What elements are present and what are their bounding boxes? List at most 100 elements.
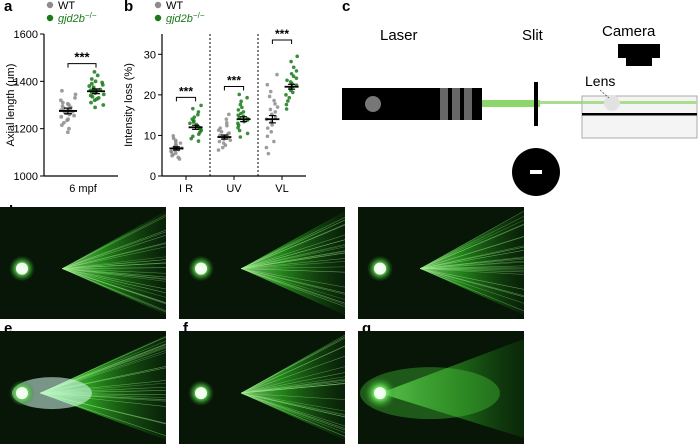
data-point bbox=[289, 71, 294, 76]
data-point bbox=[241, 110, 246, 114]
panel-label-f: f bbox=[183, 320, 188, 337]
data-point bbox=[272, 139, 276, 144]
legend-mut-marker bbox=[46, 14, 54, 22]
legend-b: WT gjd2b−/− bbox=[154, 0, 205, 24]
data-point bbox=[60, 104, 65, 109]
slit-label: Slit bbox=[522, 27, 544, 44]
data-point bbox=[188, 121, 192, 126]
data-point bbox=[60, 88, 64, 93]
data-point bbox=[237, 128, 242, 133]
panel-label-a: a bbox=[4, 0, 13, 15]
data-point bbox=[227, 131, 231, 135]
category-label: I R bbox=[179, 183, 193, 195]
data-point bbox=[238, 135, 243, 139]
data-point bbox=[58, 98, 63, 103]
lens-icon bbox=[604, 95, 620, 111]
data-point bbox=[266, 151, 271, 156]
laser-icon bbox=[342, 88, 482, 120]
photo-e bbox=[0, 331, 167, 444]
significance-bracket bbox=[67, 63, 97, 68]
data-point bbox=[100, 80, 105, 85]
data-point bbox=[89, 77, 94, 81]
data-point bbox=[265, 134, 270, 139]
data-point bbox=[284, 107, 289, 111]
data-point bbox=[62, 120, 66, 125]
data-point bbox=[270, 123, 274, 127]
laser-label: Laser bbox=[380, 27, 418, 44]
lens-label: Lens bbox=[585, 73, 615, 89]
data-point bbox=[236, 113, 241, 117]
y-axis-label: Axial length (μm) bbox=[5, 64, 17, 147]
x-axis-label: 6 mpf bbox=[69, 183, 97, 195]
data-point bbox=[245, 131, 250, 136]
data-point bbox=[92, 69, 97, 74]
data-point bbox=[285, 78, 289, 83]
data-point bbox=[89, 100, 93, 105]
data-point bbox=[239, 99, 243, 104]
data-point bbox=[267, 94, 272, 99]
data-point bbox=[199, 103, 203, 108]
data-point bbox=[265, 82, 270, 87]
data-point bbox=[66, 117, 71, 122]
data-point bbox=[291, 74, 296, 78]
data-point bbox=[275, 105, 280, 109]
significance-stars: *** bbox=[179, 84, 193, 98]
slit-aperture-icon bbox=[512, 148, 560, 196]
data-point bbox=[178, 141, 183, 145]
data-point bbox=[67, 126, 71, 131]
photo-g bbox=[358, 331, 524, 444]
legend-mut-label: gjd2b−/− bbox=[166, 11, 205, 24]
y-tick-label: 1000 bbox=[14, 171, 38, 183]
data-point bbox=[196, 139, 201, 143]
panel-label-b: b bbox=[124, 0, 134, 15]
data-point bbox=[96, 96, 101, 100]
data-point bbox=[236, 121, 240, 126]
legend-a: WT gjd2b−/− bbox=[46, 0, 97, 24]
data-point bbox=[72, 113, 76, 118]
significance-stars: *** bbox=[227, 73, 241, 87]
data-point bbox=[294, 69, 299, 73]
y-tick-label: 20 bbox=[144, 90, 156, 102]
camera-label: Camera bbox=[602, 23, 656, 40]
data-point bbox=[272, 98, 276, 103]
data-point bbox=[196, 110, 201, 114]
data-point bbox=[192, 115, 197, 119]
legend-mut-marker bbox=[154, 14, 162, 22]
data-point bbox=[89, 81, 94, 86]
panel-label-c: c bbox=[342, 0, 351, 15]
legend-wt-marker bbox=[46, 1, 54, 9]
data-point bbox=[227, 112, 231, 117]
data-point bbox=[284, 93, 288, 97]
data-point bbox=[273, 101, 277, 106]
data-point bbox=[225, 123, 229, 128]
data-point bbox=[273, 110, 278, 114]
data-point bbox=[224, 121, 229, 125]
data-point bbox=[191, 106, 195, 111]
data-point bbox=[59, 114, 64, 119]
data-point bbox=[196, 112, 200, 117]
significance-stars: *** bbox=[275, 27, 289, 41]
data-point bbox=[93, 105, 98, 110]
data-point bbox=[240, 105, 244, 110]
significance-stars: *** bbox=[74, 50, 90, 65]
data-point bbox=[218, 126, 223, 130]
data-point bbox=[73, 96, 77, 100]
data-point bbox=[88, 93, 93, 98]
data-point bbox=[268, 107, 273, 112]
y-tick-label: 1600 bbox=[14, 29, 38, 41]
data-point bbox=[101, 103, 106, 107]
data-point bbox=[265, 126, 270, 130]
y-tick-label: 30 bbox=[144, 49, 156, 61]
data-point bbox=[217, 139, 222, 144]
data-point bbox=[224, 117, 229, 121]
camera-icon bbox=[618, 44, 660, 66]
data-point bbox=[288, 80, 293, 84]
data-point bbox=[191, 134, 195, 139]
legend-mut-label: gjd2b−/− bbox=[58, 11, 97, 24]
data-point bbox=[238, 102, 243, 107]
photo-f bbox=[179, 331, 346, 444]
optical-setup-schematic: Laser Slit Camera Lens bbox=[342, 23, 698, 196]
data-point bbox=[219, 129, 224, 134]
